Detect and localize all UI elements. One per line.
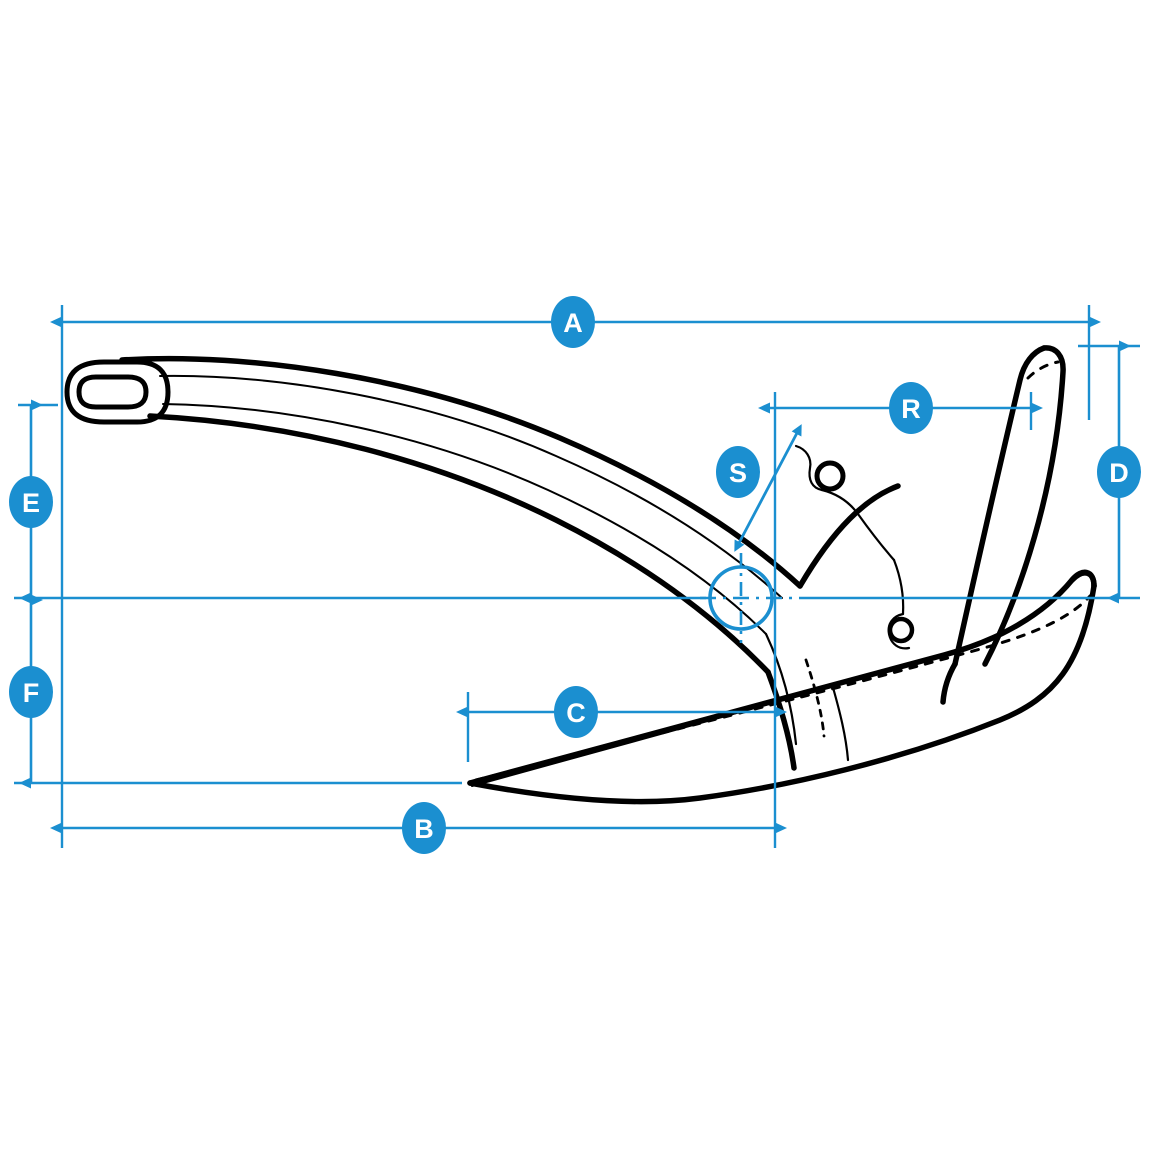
shank-bottom-edge — [147, 413, 771, 675]
fluke-bottom-edge — [467, 583, 1097, 805]
fluke-rib-dashed — [804, 658, 826, 738]
shank-lower-bolt-hole — [887, 616, 915, 644]
dimension-S-line — [734, 424, 802, 552]
fluke-fold-line — [830, 682, 850, 762]
dimension-layer — [14, 305, 1140, 848]
dimension-label-S-bubble — [716, 446, 760, 498]
shank-plate-recess-lower — [820, 488, 896, 562]
shank-eye-slot — [76, 374, 149, 410]
shank-plate-recess-upper — [794, 444, 824, 492]
shank-upper-bolt-hole — [814, 460, 846, 492]
dimension-label-E-bubble — [9, 476, 53, 528]
dimension-labels-layer: A B C D E F — [9, 296, 1141, 854]
shank-eye-outer — [64, 359, 171, 425]
fluke-inner-crease — [471, 667, 901, 787]
anchor-outline-group — [64, 345, 1097, 805]
dimension-label-A-bubble — [551, 296, 595, 348]
dimension-label-E[interactable]: E — [9, 476, 53, 528]
dimension-label-C[interactable]: C — [554, 686, 598, 738]
shank-lower-inner-line — [162, 403, 767, 635]
shank-top-edge — [119, 355, 803, 589]
dimension-label-F[interactable]: F — [9, 666, 53, 718]
roll-bar-top-dashed-face — [1026, 360, 1060, 380]
dimension-label-C-bubble — [554, 686, 598, 738]
dimension-label-B-bubble — [402, 802, 446, 854]
dimension-label-A[interactable]: A — [551, 296, 595, 348]
dimension-label-B[interactable]: B — [402, 802, 446, 854]
dimension-label-D[interactable]: D — [1097, 446, 1141, 498]
dimension-label-S[interactable]: S — [716, 446, 760, 498]
fluke-rear-cap — [1069, 570, 1097, 589]
roll-bar-left-edge — [952, 345, 1047, 667]
shank-plate-right-contour — [797, 483, 901, 589]
dimension-label-R[interactable]: R — [889, 382, 933, 434]
shank-web-thin-line — [892, 558, 905, 616]
shank-fluke-join — [765, 669, 797, 771]
dimension-label-F-bubble — [9, 666, 53, 718]
shank-plate-left-inner — [764, 632, 798, 746]
roll-bar-foot — [940, 661, 958, 705]
shank-upper-inner-line — [159, 374, 783, 599]
fluke-hidden-dashed-line — [474, 594, 1092, 782]
dimension-label-R-bubble — [889, 382, 933, 434]
dimension-label-D-bubble — [1097, 446, 1141, 498]
roll-bar-right-edge — [982, 345, 1066, 667]
dimension-S — [734, 424, 802, 552]
